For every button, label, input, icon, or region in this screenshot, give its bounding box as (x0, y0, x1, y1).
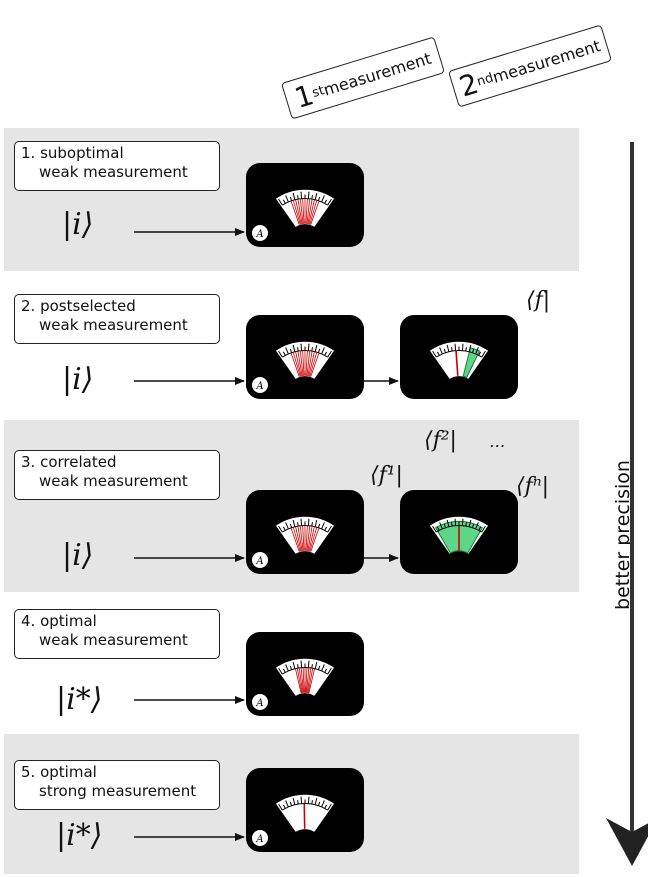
meter-1-needle (307, 199, 313, 225)
meter-1-needle (297, 199, 303, 225)
meter-4-needle (300, 667, 304, 693)
meter-3a-needle (290, 527, 300, 552)
panel-3-label: 3. correlated weak measurement (14, 450, 220, 500)
panel-5-label: 5. optimal strong measurement (14, 760, 220, 810)
ket-4: |i*⟩ (56, 682, 103, 717)
meter-4-badge-letter: A (255, 698, 263, 709)
precision-arrow-head (606, 818, 648, 866)
meter-2a-badge (252, 377, 268, 393)
meter-5-badge (252, 830, 268, 846)
meter-3a-needle (305, 525, 308, 551)
meter-4-needle (302, 667, 305, 693)
meter-2a-needle (290, 352, 300, 377)
meter-4-needle (308, 668, 315, 694)
panel-2-label: 2. postselected weak measurement (14, 294, 220, 344)
meter-2a-needle (308, 351, 315, 377)
meter-2a: A (246, 315, 364, 399)
meter-2a-needle (297, 351, 303, 377)
panel-1-label: 1. suboptimal weak measurement (14, 141, 220, 191)
bra-ellipsis: ⋯ (488, 436, 504, 455)
bra-f: ⟨f| (526, 288, 551, 313)
meter-3a-needle (297, 526, 303, 552)
meter-3a-needle (299, 525, 304, 551)
meter-3a-badge-letter: A (255, 556, 263, 567)
meter-3a-needle (302, 525, 305, 551)
meter-2a-needle (306, 350, 311, 376)
meter-1-needle (295, 199, 302, 225)
meter-2a-needle (310, 352, 320, 377)
ket-3: |i⟩ (62, 538, 94, 573)
meter-1-badge-letter: A (255, 229, 263, 240)
meter-1-needle (306, 198, 311, 224)
meter-1-needle (302, 198, 305, 224)
meter-2a-needle (292, 352, 301, 377)
meter-5: A (246, 768, 364, 852)
meter-1-needle (308, 199, 315, 225)
meter-3a-needle (306, 525, 311, 551)
meter-3a-needle (310, 527, 320, 552)
meter-2a-needle (305, 350, 308, 376)
meter-4-needle (306, 667, 312, 693)
meter-3a-needle (292, 527, 301, 552)
meter-4-needle (298, 667, 304, 693)
meter-1-needle (305, 198, 308, 224)
meter-3a-needle (307, 526, 313, 552)
meter-2a-needle (309, 352, 318, 377)
meter-3a-needle (295, 526, 302, 552)
meter-2b-needle (455, 350, 459, 376)
bra-f2: ⟨f²| (424, 428, 457, 453)
meter-3a-needle (309, 527, 318, 552)
meter-4: A (246, 632, 364, 716)
meter-4-needle (296, 668, 303, 694)
meter-4-needle (295, 668, 302, 694)
meter-3a-needle (308, 526, 315, 552)
meter-1-needle (290, 200, 300, 225)
bra-fn: ⟨fⁿ| (516, 474, 550, 499)
meter-2b (400, 315, 518, 399)
meter-4-badge (252, 694, 268, 710)
meter-2a-needle (299, 350, 304, 376)
panel-4-label: 4. optimal weak measurement (14, 609, 220, 659)
meter-1-needle (299, 198, 304, 224)
meter-1-badge (252, 225, 268, 241)
meter-2a-needle (295, 351, 302, 377)
meter-3b (400, 490, 518, 574)
meter-3a-badge (252, 552, 268, 568)
meter-3a: A (246, 490, 364, 574)
ket-5: |i*⟩ (56, 818, 103, 853)
ket-1: |i⟩ (62, 207, 94, 242)
meter-2b-highlight (462, 347, 481, 379)
meter-4-needle (306, 667, 310, 693)
meter-4-needle (307, 668, 314, 694)
meter-2a-needle (302, 350, 305, 376)
meter-4-needle (305, 667, 308, 693)
bra-f1: ⟨f¹| (370, 463, 403, 488)
meter-1-needle (292, 200, 301, 225)
meter-2a-needle (307, 351, 313, 377)
ket-2: |i⟩ (62, 362, 94, 397)
meter-2a-badge-letter: A (255, 381, 263, 392)
meter-1-needle (309, 200, 318, 225)
meter-1: A (246, 163, 364, 247)
meter-5-badge-letter: A (255, 834, 263, 845)
meter-1-needle (310, 200, 320, 225)
